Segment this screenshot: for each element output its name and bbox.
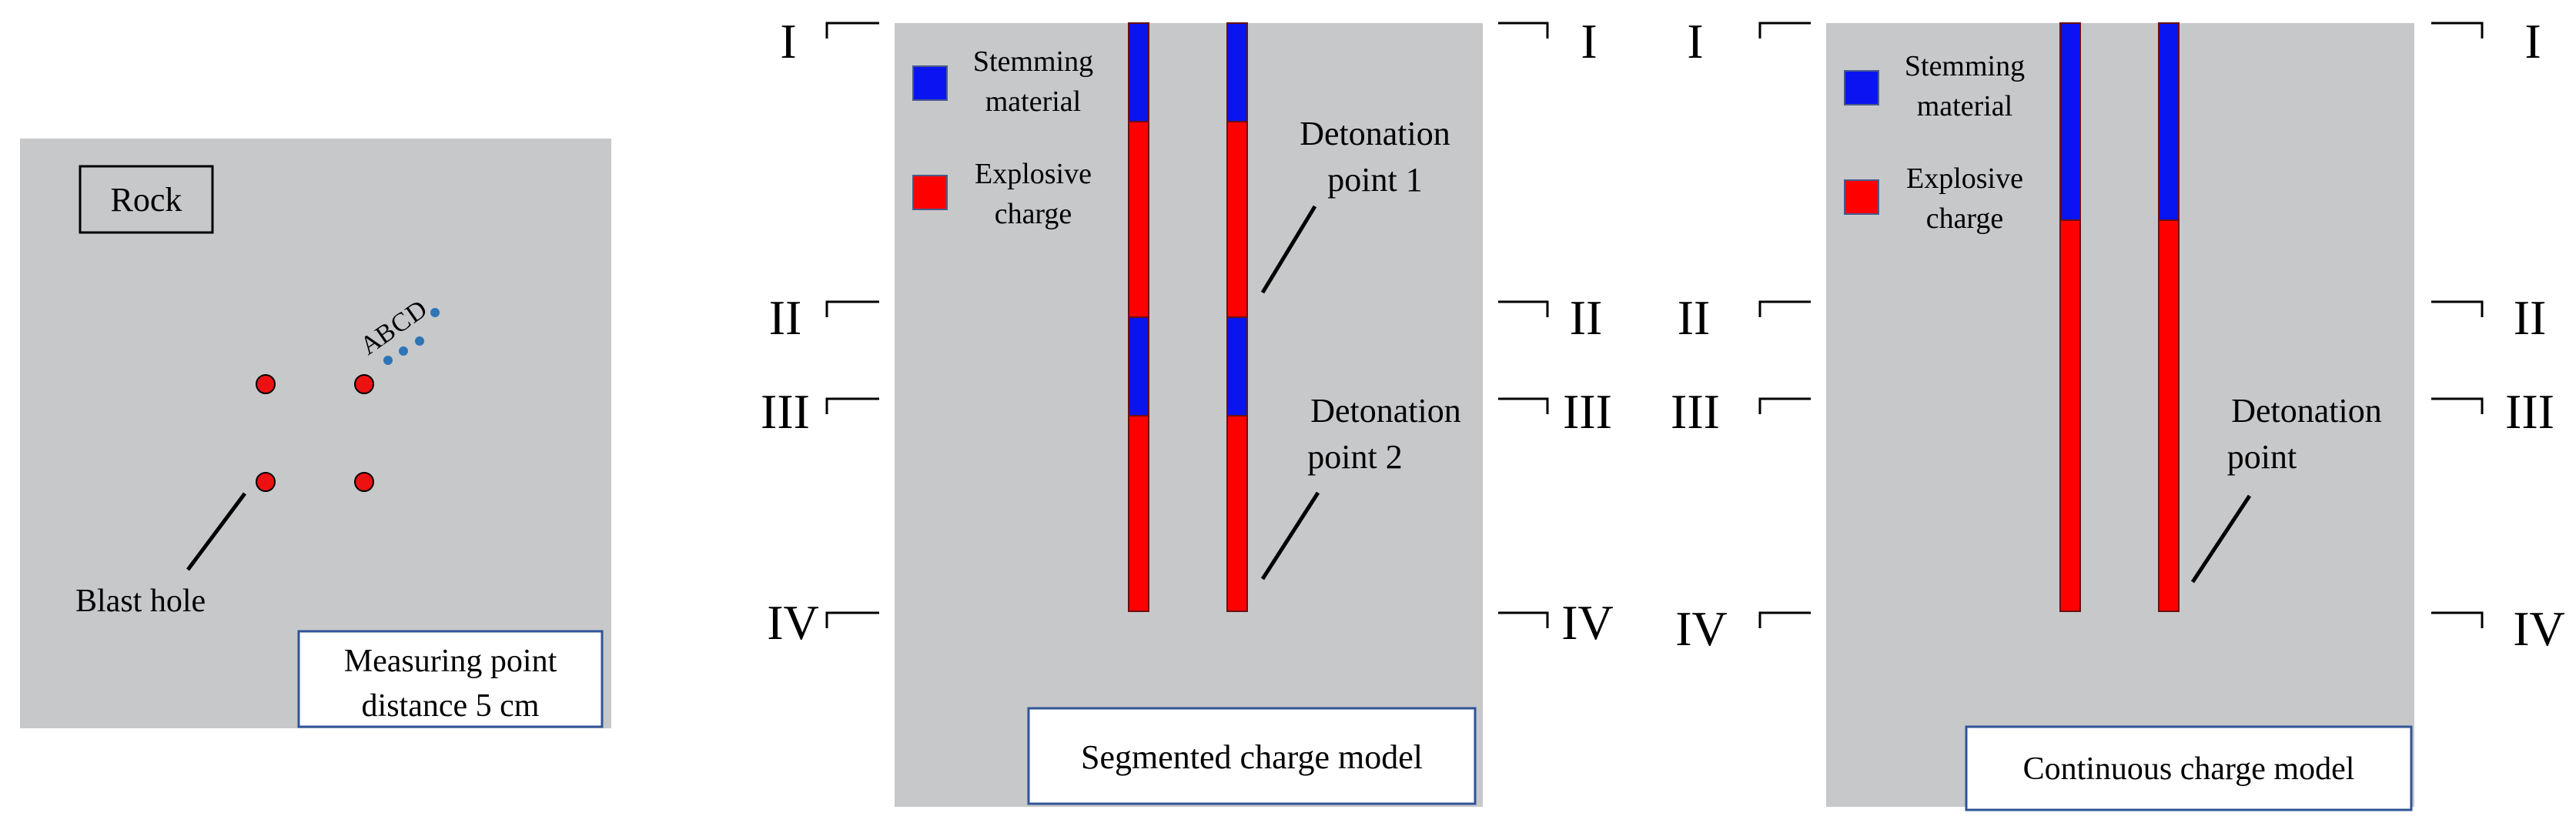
- section-mark-IV: IV: [1561, 595, 1614, 650]
- section-mark-III: III: [1563, 384, 1612, 439]
- continuous-model-background: [1826, 23, 2414, 807]
- stemming-legend-label: Stemming: [1905, 50, 2025, 82]
- section-brackets-right: [1498, 22, 1549, 628]
- blast-hole: [256, 374, 276, 394]
- section-mark-I: I: [2524, 14, 2541, 69]
- section-brackets-right: [2431, 22, 2484, 628]
- rock-background: [20, 139, 611, 728]
- detonation-point-2-label: point 2: [1307, 438, 1402, 476]
- charge-column: [1226, 22, 1248, 612]
- section-mark-II: II: [1570, 290, 1603, 345]
- explosive-legend-label: Explosive: [1906, 162, 2023, 195]
- detonation-point-2-label: Detonation: [1310, 392, 1461, 430]
- measuring-point: [383, 356, 393, 365]
- continuous-charge-panel: I II III IV I II III IV Stemming materia…: [1671, 14, 2565, 811]
- blast-hole: [256, 472, 276, 492]
- blast-hole: [354, 374, 374, 394]
- measuring-point: [430, 308, 440, 317]
- explosive-legend-label: charge: [1926, 202, 2004, 235]
- measuring-note-line1: Measuring point: [344, 644, 557, 679]
- section-mark-I: I: [1581, 14, 1597, 69]
- explosive-legend-label: charge: [995, 198, 1072, 230]
- detonation-point-1-label: Detonation: [1300, 115, 1450, 152]
- section-marks-left: I II III IV: [761, 14, 819, 650]
- measuring-note-box: [297, 630, 604, 728]
- explosive-legend-swatch: [1844, 179, 1879, 215]
- section-mark-III: III: [2505, 384, 2554, 439]
- detonation-point-pointer: [2190, 494, 2252, 584]
- section-brackets-left: [825, 22, 879, 628]
- explosive-legend-swatch: [912, 175, 948, 210]
- section-marks-left: I II III IV: [1671, 14, 1728, 656]
- measuring-note-line2: distance 5 cm: [362, 688, 540, 724]
- stemming-legend-label: material: [985, 85, 1081, 118]
- rock-plan-panel: Rock A B C D Blast hole Measuring point …: [20, 139, 611, 728]
- section-mark-IV: IV: [1675, 601, 1728, 656]
- section-mark-II: II: [769, 290, 802, 345]
- measuring-point: [415, 336, 424, 346]
- rock-label: Rock: [111, 181, 182, 219]
- section-mark-II: II: [2514, 290, 2547, 345]
- stemming-legend-label: Stemming: [973, 45, 1093, 78]
- rock-label-box: [79, 165, 214, 234]
- section-marks-right: I II III IV: [1561, 14, 1614, 650]
- continuous-caption-box: [1965, 725, 2413, 811]
- continuous-caption: Continuous charge model: [2023, 751, 2355, 787]
- stemming-legend-swatch: [912, 65, 948, 101]
- measuring-point: [399, 346, 408, 356]
- section-brackets-left: [1758, 22, 1811, 628]
- stemming-legend-label: material: [1917, 90, 2012, 122]
- detonation-point-label: Detonation: [2231, 392, 2382, 430]
- charge-column: [2158, 22, 2180, 612]
- detonation-point-2-pointer: [1260, 491, 1320, 580]
- segmented-caption-box: [1027, 707, 1477, 805]
- charge-column: [1128, 22, 1149, 612]
- explosive-legend-label: Explosive: [975, 158, 1092, 190]
- blast-hole: [354, 472, 374, 492]
- detonation-point-1-label: point 1: [1327, 161, 1422, 199]
- section-marks-right: I II III IV: [2505, 14, 2565, 656]
- segmented-charge-panel: I II III IV I II III IV Stemming materia…: [761, 14, 1614, 807]
- detonation-point-label: point: [2227, 438, 2297, 476]
- blast-hole-label: Blast hole: [75, 584, 206, 619]
- segmented-model-background: [895, 23, 1483, 807]
- section-mark-I: I: [780, 14, 796, 69]
- segmented-caption: Segmented charge model: [1081, 738, 1423, 776]
- blast-hole-pointer: [186, 492, 247, 571]
- detonation-point-1-pointer: [1260, 205, 1317, 294]
- section-mark-IV: IV: [767, 595, 819, 650]
- section-mark-IV: IV: [2513, 601, 2565, 656]
- charge-column: [2059, 22, 2081, 612]
- section-mark-II: II: [1678, 290, 1711, 345]
- stemming-legend-swatch: [1844, 70, 1879, 105]
- section-mark-I: I: [1687, 14, 1703, 69]
- section-mark-III: III: [1671, 384, 1720, 439]
- section-mark-III: III: [761, 384, 810, 439]
